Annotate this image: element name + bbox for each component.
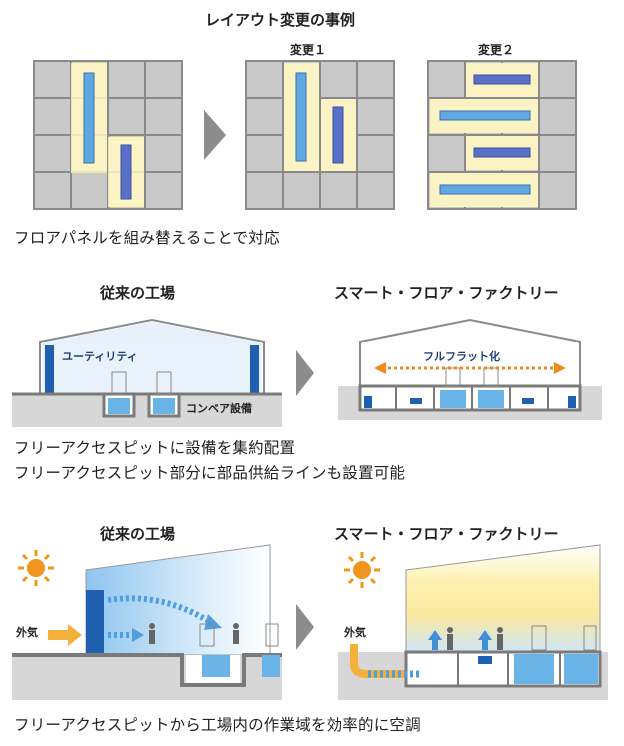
utility-label: ユーティリティ xyxy=(62,350,138,363)
outside-air-label-right: 外気 xyxy=(344,626,366,639)
section3-left-title: 従来の工場 xyxy=(100,525,176,543)
section1-caption: フロアパネルを組み替えることで対応 xyxy=(14,229,280,247)
section2-right-title: スマート・フロア・ファクトリー xyxy=(334,284,559,302)
smart-factory-fullflat-diagram xyxy=(338,318,602,420)
section2-left-title: 従来の工場 xyxy=(100,284,176,302)
section3-right-title: スマート・フロア・ファクトリー xyxy=(334,525,559,543)
section3-caption: フリーアクセスピットから工場内の作業域を効率的に空調 xyxy=(14,716,421,734)
conventional-factory-aircon-diagram xyxy=(12,544,282,700)
outside-air-label-left: 外気 xyxy=(16,626,38,639)
fullflat-label: フルフラット化 xyxy=(420,348,503,364)
smart-factory-aircon-diagram xyxy=(338,544,608,700)
section3-arrow xyxy=(296,604,314,650)
section2-caption-line1: フリーアクセスピットに設備を集約配置 xyxy=(14,439,296,457)
conventional-factory-utility-diagram xyxy=(12,318,282,427)
layout-change-arrow xyxy=(204,110,226,160)
section2-caption-line2: フリーアクセスピット部分に部品供給ラインも設置可能 xyxy=(14,464,406,482)
change2-label: 変更２ xyxy=(478,43,515,57)
conveyor-equipment-label: コンベア設備 xyxy=(186,402,252,415)
floor-grid-change2 xyxy=(427,60,577,210)
sun-icon xyxy=(18,550,54,586)
change1-label: 変更１ xyxy=(290,43,327,57)
section2-arrow xyxy=(296,350,314,396)
section1-title: レイアウト変更の事例 xyxy=(205,11,356,29)
floor-grid-change1 xyxy=(245,60,395,210)
floor-grid-original xyxy=(33,60,183,210)
sun-icon xyxy=(344,552,380,588)
